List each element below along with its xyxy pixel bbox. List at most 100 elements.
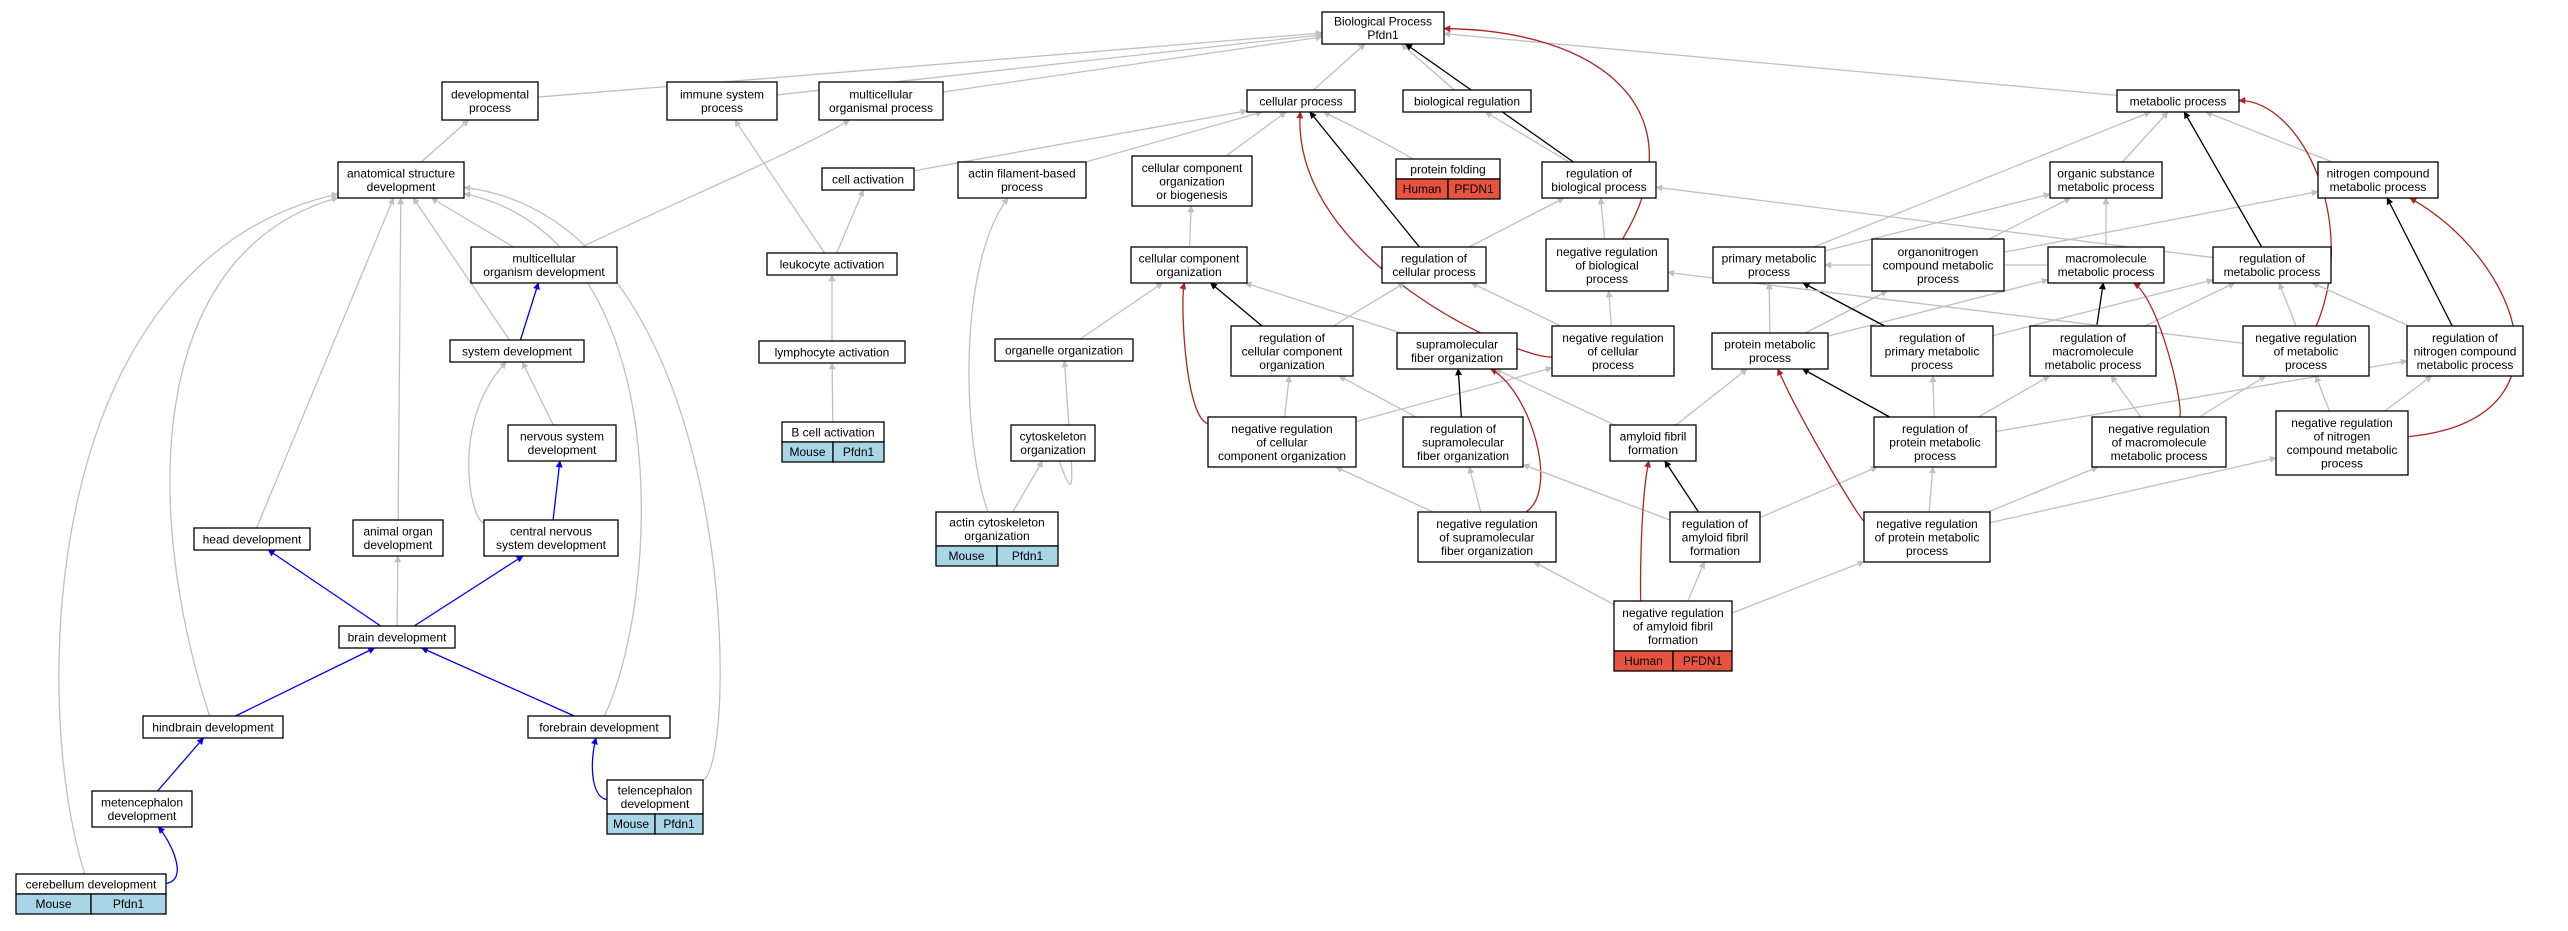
- edge-negregcco-to-regcco: [1284, 375, 1293, 418]
- node-hinddev[interactable]: hindbrain development: [142, 715, 284, 739]
- gene-label: Pfdn1: [843, 445, 875, 459]
- edge-negregbio-to-regbio: [1597, 197, 1606, 240]
- edge-leuk-to-cellact: [836, 189, 865, 254]
- node-box: [1010, 424, 1096, 462]
- edge-protmet-to-primmet: [1765, 282, 1773, 334]
- node-box: [994, 338, 1134, 362]
- edge-foredev-to-anatdev: [463, 191, 642, 717]
- node-sysdev[interactable]: system development: [449, 339, 585, 363]
- node-label-line: amyloid fibril: [1620, 430, 1687, 444]
- node-label-line: hindbrain development: [152, 720, 274, 734]
- edge-multicell-to-bp: [942, 34, 1323, 93]
- node-headdev[interactable]: head development: [193, 527, 311, 551]
- node-metab[interactable]: metabolic process: [2116, 89, 2240, 113]
- node-label-line: nitrogen compound: [2327, 167, 2430, 181]
- edge-regmacro-to-regmet: [2144, 282, 2236, 327]
- node-box: [1545, 238, 1669, 292]
- node-label-line: fiber organization: [1417, 449, 1509, 463]
- node-label-line: supramolecular: [1416, 338, 1498, 352]
- node-braindev[interactable]: brain development: [338, 625, 456, 649]
- edge-regprotmet-to-protmet: [1802, 368, 1890, 418]
- node-leuk[interactable]: leukocyte activation: [766, 252, 898, 276]
- edge-cnsdev-to-sysdev: [468, 361, 507, 524]
- node-foredev[interactable]: forebrain development: [527, 715, 671, 739]
- node-label-line: metabolic process: [2130, 94, 2227, 108]
- node-box: [1712, 246, 1826, 284]
- node-label-line: metencephalon: [101, 796, 183, 810]
- node-box: [758, 340, 906, 364]
- node-label-line: regulation of: [1566, 167, 1633, 181]
- edge-amyfib-to-protmet: [1675, 368, 1748, 426]
- edge-multorgdev-to-multicell: [581, 119, 851, 248]
- node-label-line: animal organ: [363, 525, 432, 539]
- edge-foredev-to-braindev: [421, 647, 575, 717]
- node-label-line: process: [1592, 358, 1634, 372]
- node-cellproc[interactable]: cellular process: [1246, 89, 1356, 113]
- node-label-line: supramolecular: [1422, 435, 1504, 449]
- node-box: [507, 424, 617, 462]
- node-organelle[interactable]: organelle organization: [994, 338, 1134, 362]
- node-cellact[interactable]: cell activation: [821, 167, 915, 191]
- node-label-line: lymphocyte activation: [775, 345, 890, 359]
- node-label-line: biological process: [1551, 180, 1646, 194]
- node-bioreg[interactable]: biological regulation: [1402, 89, 1532, 113]
- edge-negregsup-to-regsupfib: [1467, 466, 1482, 513]
- node-label-line: head development: [203, 532, 302, 546]
- node-label-line: compound metabolic: [2287, 443, 2398, 457]
- organism-label: Mouse: [789, 445, 825, 459]
- node-label-line: cellular component: [1142, 161, 1243, 175]
- node-label-line: telencephalon: [618, 784, 693, 798]
- edge-negregmet-to-regmet: [2278, 282, 2297, 327]
- node-label-line: regulation of: [1401, 252, 1468, 266]
- node-lymph[interactable]: lymphocyte activation: [758, 340, 906, 364]
- edge-nitro-to-metab: [2205, 111, 2333, 163]
- node-box: [766, 252, 898, 276]
